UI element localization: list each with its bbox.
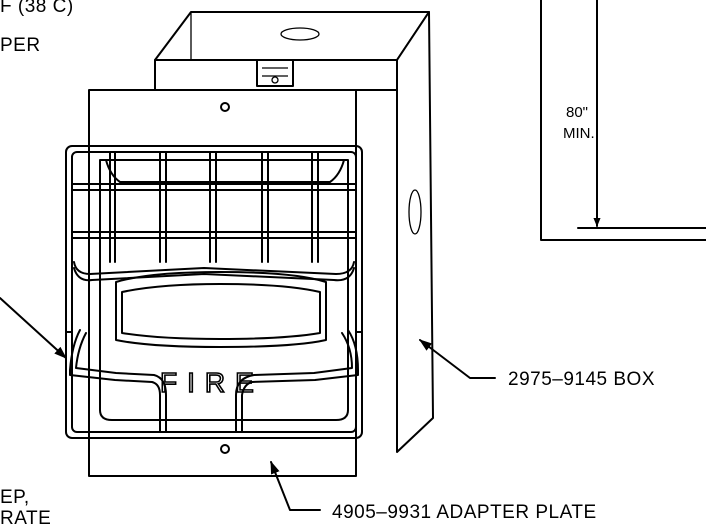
dimension-value: 80" xyxy=(566,104,588,121)
wire-guard xyxy=(65,145,363,439)
strobe-device: FIRE xyxy=(99,159,349,421)
top-knockout-icon xyxy=(280,27,320,41)
bottom-left-label-line1: EP, xyxy=(0,487,30,508)
cage-leader-line xyxy=(0,297,67,359)
dimension-note: MIN. xyxy=(563,125,595,142)
mounting-hole-icon xyxy=(220,102,230,112)
dimension-frame: 80" MIN. xyxy=(540,0,706,241)
conduit-fitting xyxy=(256,59,294,87)
temperature-label: F (38 C) xyxy=(0,0,74,17)
mounting-hole-icon xyxy=(220,444,230,454)
top-left-label-line2: PER xyxy=(0,35,41,56)
adapter-label: 4905–9931 ADAPTER PLATE xyxy=(332,502,597,523)
box-label: 2975–9145 BOX xyxy=(508,369,655,390)
adapter-leader-line xyxy=(270,460,321,511)
bottom-left-label-line2: RATE xyxy=(0,508,51,527)
side-knockout-icon xyxy=(408,189,422,235)
box-leader-line xyxy=(418,339,496,379)
